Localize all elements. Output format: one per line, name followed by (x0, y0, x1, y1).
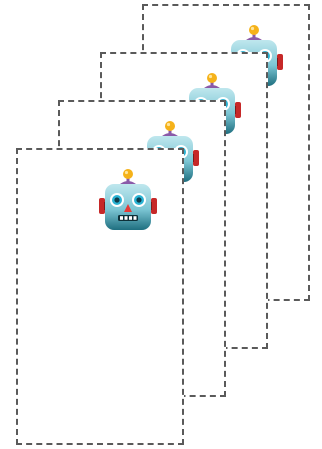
stacked-card-4 (16, 148, 184, 445)
robot-icon (98, 168, 158, 232)
